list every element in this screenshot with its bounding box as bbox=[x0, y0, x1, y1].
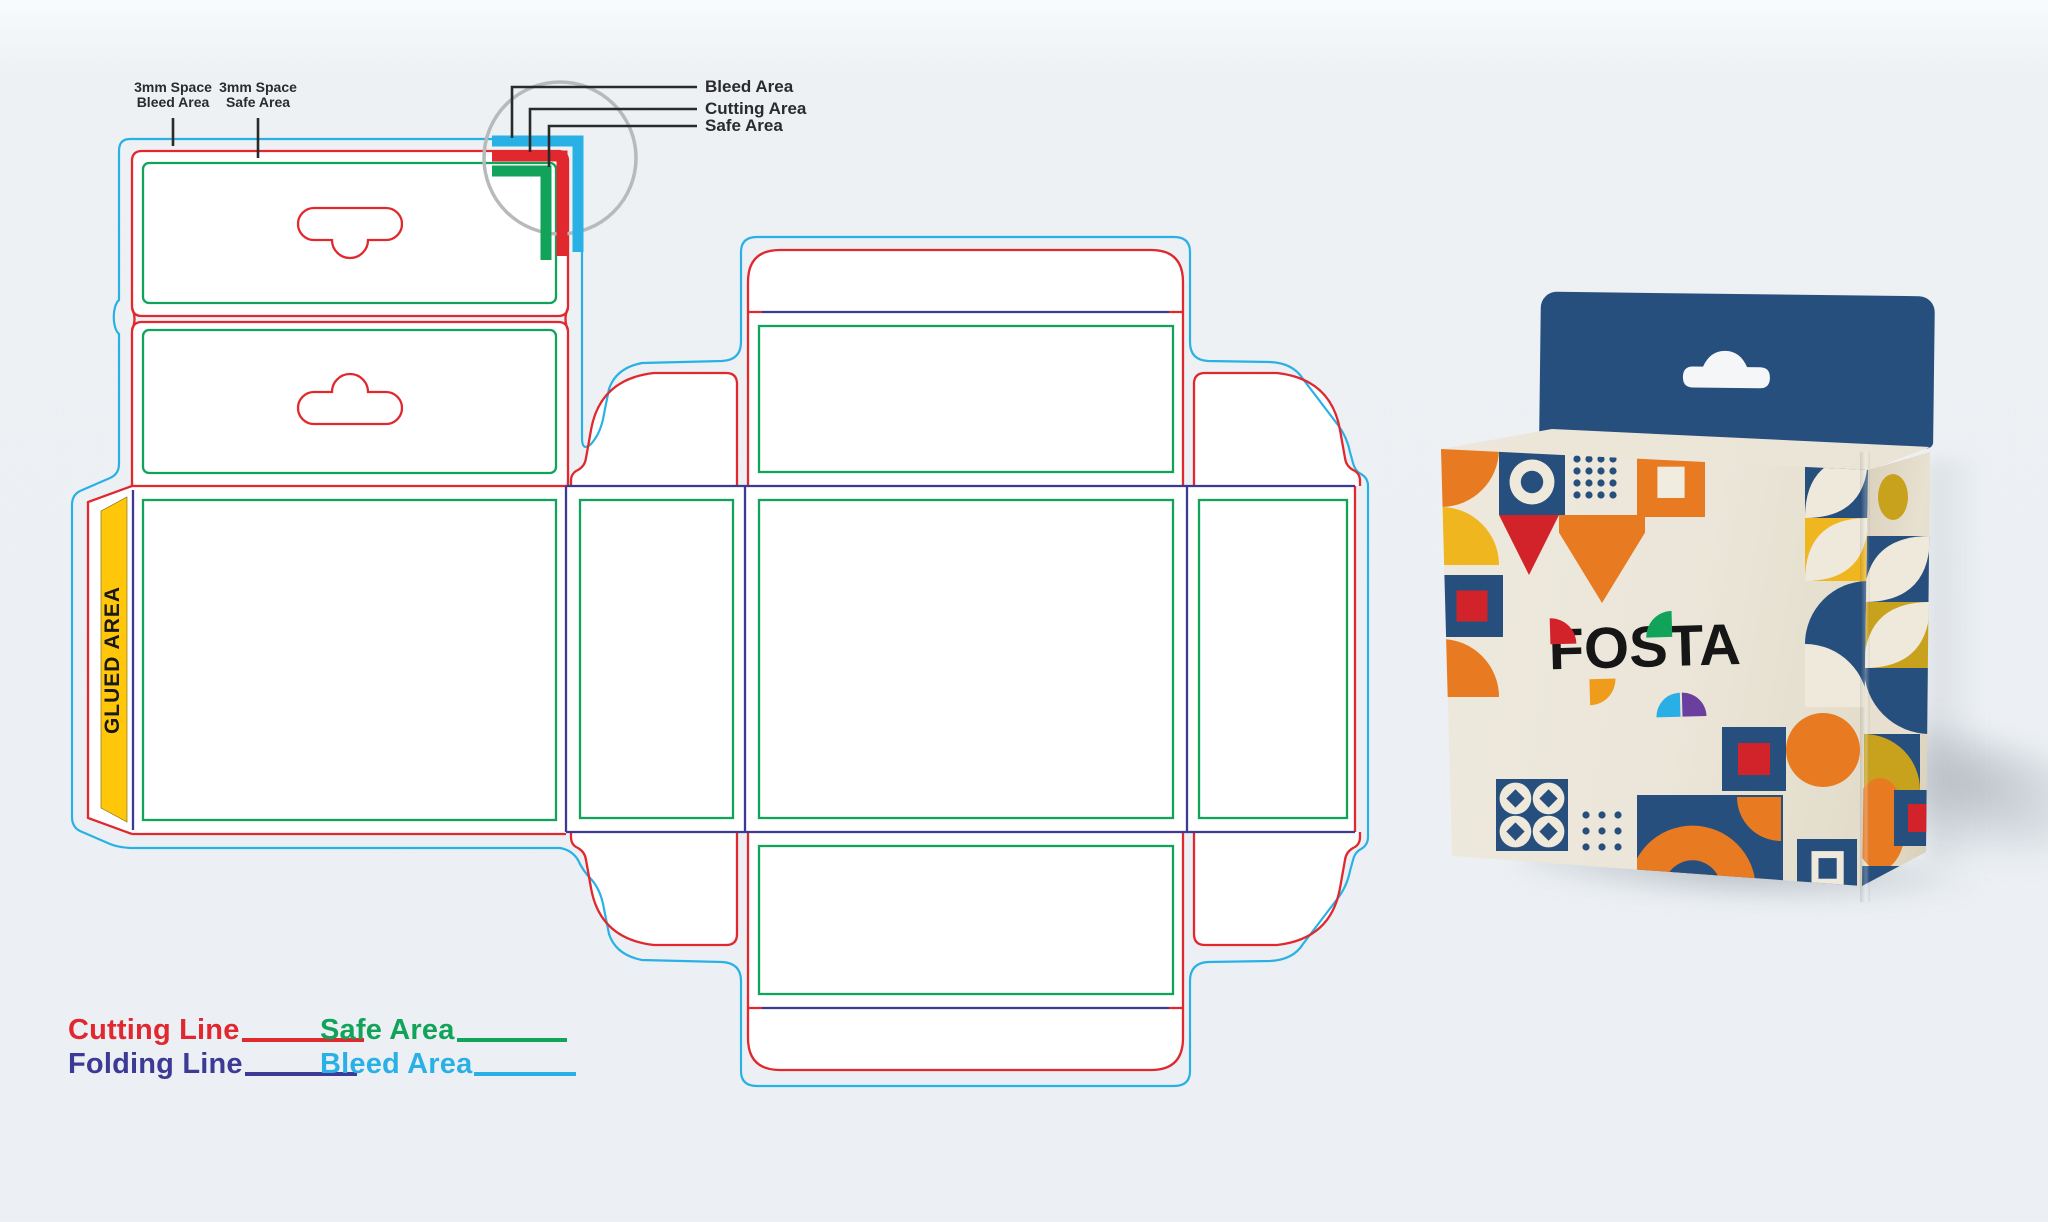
pattern-tile-ring bbox=[1499, 449, 1565, 520]
pattern-tile-quarter bbox=[1805, 644, 1868, 712]
pattern-tile-sqoutline bbox=[1797, 839, 1857, 886]
pattern-tile-ellipse bbox=[1878, 474, 1908, 525]
brand-logo: FOSTA bbox=[1547, 610, 1791, 718]
pattern-tile-quarter bbox=[1441, 639, 1499, 702]
pattern-tile-dots bbox=[1578, 807, 1626, 860]
pattern-tile-sqinset bbox=[1894, 790, 1930, 851]
pattern-tile-disc bbox=[1786, 713, 1860, 792]
legend-cutting-line: Cutting Line bbox=[68, 1014, 364, 1047]
pattern-tile-sqinset bbox=[1722, 727, 1786, 796]
pattern-tile-quarter bbox=[1441, 449, 1499, 512]
euro-slot-icon bbox=[1682, 350, 1770, 389]
pattern-tile-tri bbox=[1499, 515, 1559, 580]
pattern-tile-quarter bbox=[1805, 581, 1868, 649]
logo-accent-shape bbox=[1655, 692, 1681, 718]
callout-cutting-area: Cutting Area bbox=[705, 99, 807, 118]
logo-accent-shape bbox=[1589, 678, 1617, 706]
legend-bleed-area: Bleed Area bbox=[320, 1048, 577, 1081]
pattern-tile-petals bbox=[1864, 536, 1930, 607]
legend-safe-area: Safe Area bbox=[320, 1014, 567, 1047]
pattern-tile-quarter bbox=[1441, 507, 1499, 570]
pattern-tile-arcs bbox=[1629, 795, 1783, 886]
pattern-tile-petals bbox=[1805, 518, 1868, 586]
pattern-tile-pennant bbox=[1559, 515, 1645, 608]
pattern-tile-petals bbox=[1864, 602, 1930, 673]
hang-tab-header bbox=[1539, 291, 1935, 449]
brand-logo-text: FOSTA bbox=[1547, 612, 1742, 683]
logo-accent-shape bbox=[1681, 691, 1707, 717]
legend-folding-line: Folding Line bbox=[68, 1048, 357, 1081]
callout-bleed-area: Bleed Area bbox=[705, 77, 794, 96]
pattern-tile-dots bbox=[1571, 453, 1619, 506]
pattern-tile-flower bbox=[1496, 779, 1568, 856]
pattern-tile-sqinset bbox=[1441, 575, 1503, 642]
pattern-tile-ellipse bbox=[1862, 778, 1906, 875]
bleed-space-note: 3mm Space Bleed Area bbox=[134, 79, 212, 110]
pattern-tile-quarter bbox=[1864, 668, 1930, 739]
safe-space-note: 3mm Space Safe Area bbox=[219, 79, 297, 110]
callout-safe-area: Safe Area bbox=[705, 116, 783, 135]
box-side-face bbox=[1862, 452, 1930, 886]
box-front-face: FOSTA bbox=[1441, 449, 1868, 886]
glued-area-strip bbox=[100, 496, 128, 823]
side-shadow bbox=[1928, 460, 1982, 860]
